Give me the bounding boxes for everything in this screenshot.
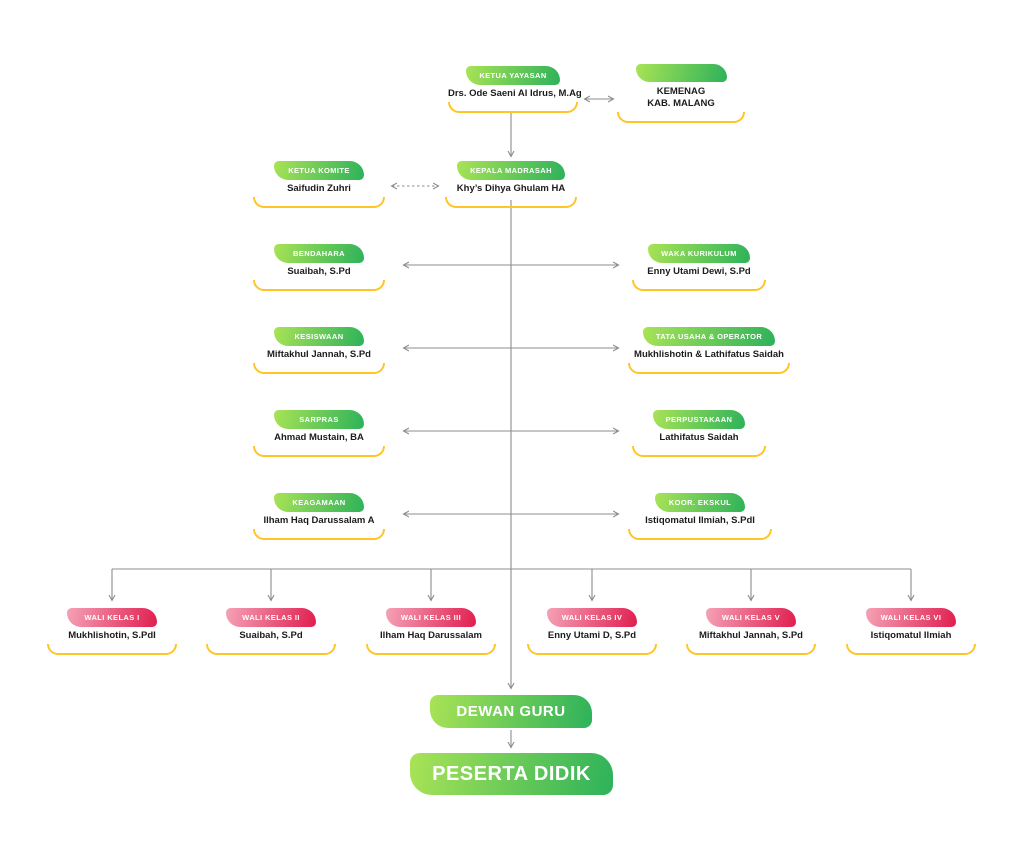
person-name: Miftakhul Jannah, S.Pd — [699, 630, 803, 641]
person-name: Miftakhul Jannah, S.Pd — [267, 349, 371, 360]
person-name: Istiqomatul Ilmiah, S.PdI — [645, 515, 755, 526]
role-label: KEAGAMAAN — [292, 498, 346, 507]
card-underline — [253, 446, 385, 457]
person-name: Drs. Ode Saeni Al Idrus, M.Ag — [448, 88, 582, 99]
role-label: TATA USAHA & OPERATOR — [655, 332, 763, 341]
org-name-line1: KEMENAG — [656, 86, 706, 97]
role-label: WALI KELAS II — [242, 613, 300, 622]
role-badge: TATA USAHA & OPERATOR — [642, 327, 776, 346]
node-waka-kurikulum: WAKA KURIKULUM Enny Utami Dewi, S.Pd — [632, 244, 766, 291]
role-badge: KETUA YAYASAN — [466, 66, 560, 85]
card-underline — [366, 644, 496, 655]
role-badge: KEAGAMAAN — [274, 493, 364, 512]
node-bendahara: BENDAHARA Suaibah, S.Pd — [253, 244, 385, 291]
node-kemenag: KEMENAG KAB. MALANG — [617, 64, 745, 123]
role-label: PERPUSTAKAAN — [665, 415, 733, 424]
role-label: SARPRAS — [299, 415, 339, 424]
decor-badge — [635, 64, 727, 82]
person-name: Enny Utami D, S.Pd — [547, 630, 637, 641]
card-underline — [686, 644, 816, 655]
person-name: Khy’s Dihya Ghulam HA — [456, 183, 566, 194]
person-name: Mukhlishotin & Lathifatus Saidah — [634, 349, 784, 360]
role-badge: SARPRAS — [274, 410, 364, 429]
org-name-line2: KAB. MALANG — [647, 98, 715, 109]
node-sarpras: SARPRAS Ahmad Mustain, BA — [253, 410, 385, 457]
person-name: Mukhlishotin, S.PdI — [68, 630, 156, 641]
role-badge: BENDAHARA — [274, 244, 364, 263]
role-label: WALI KELAS VI — [880, 613, 942, 622]
role-label: KESISWAAN — [294, 332, 344, 341]
role-badge: WALI KELAS VI — [866, 608, 956, 627]
role-badge: WAKA KURIKULUM — [648, 244, 750, 263]
node-dewan-guru: DEWAN GURU — [430, 695, 592, 728]
role-badge: KESISWAAN — [274, 327, 364, 346]
node-wali-kelas-1: WALI KELAS I Mukhlishotin, S.PdI — [47, 608, 177, 655]
node-wali-kelas-3: WALI KELAS III Ilham Haq Darussalam — [366, 608, 496, 655]
node-wali-kelas-5: WALI KELAS V Miftakhul Jannah, S.Pd — [686, 608, 816, 655]
person-name: Ilham Haq Darussalam A — [263, 515, 375, 526]
card-underline — [617, 112, 745, 123]
node-ketua-yayasan: KETUA YAYASAN Drs. Ode Saeni Al Idrus, M… — [448, 66, 582, 113]
person-name: Suaibah, S.Pd — [287, 266, 351, 277]
role-label: WALI KELAS III — [400, 613, 462, 622]
role-badge: KOOR. EKSKUL — [655, 493, 745, 512]
role-label: KETUA KOMITE — [288, 166, 350, 175]
card-underline — [632, 280, 766, 291]
role-badge: KETUA KOMITE — [274, 161, 364, 180]
person-name: Enny Utami Dewi, S.Pd — [647, 266, 751, 277]
card-underline — [206, 644, 336, 655]
card-underline — [253, 197, 385, 208]
node-keagamaan: KEAGAMAAN Ilham Haq Darussalam A — [253, 493, 385, 540]
role-badge: WALI KELAS II — [226, 608, 316, 627]
role-label: WALI KELAS V — [721, 613, 781, 622]
person-name: Ilham Haq Darussalam — [380, 630, 482, 641]
card-underline — [445, 197, 577, 208]
node-koor-ekskul: KOOR. EKSKUL Istiqomatul Ilmiah, S.PdI — [628, 493, 772, 540]
dewan-guru-label: DEWAN GURU — [456, 703, 566, 720]
node-perpustakaan: PERPUSTAKAAN Lathifatus Saidah — [632, 410, 766, 457]
role-label: WAKA KURIKULUM — [661, 249, 737, 258]
person-name: Ahmad Mustain, BA — [274, 432, 364, 443]
person-name: Saifudin Zuhri — [287, 183, 351, 194]
role-label: KETUA YAYASAN — [479, 71, 547, 80]
role-badge: WALI KELAS III — [386, 608, 476, 627]
node-peserta-didik: PESERTA DIDIK — [410, 753, 613, 795]
role-badge: WALI KELAS V — [706, 608, 796, 627]
node-wali-kelas-4: WALI KELAS IV Enny Utami D, S.Pd — [527, 608, 657, 655]
card-underline — [628, 363, 790, 374]
card-underline — [253, 529, 385, 540]
node-ketua-komite: KETUA KOMITE Saifudin Zuhri — [253, 161, 385, 208]
role-label: WALI KELAS I — [84, 613, 140, 622]
card-underline — [527, 644, 657, 655]
node-kesiswaan: KESISWAAN Miftakhul Jannah, S.Pd — [253, 327, 385, 374]
card-underline — [253, 280, 385, 291]
peserta-didik-label: PESERTA DIDIK — [432, 762, 591, 785]
node-wali-kelas-6: WALI KELAS VI Istiqomatul Ilmiah — [846, 608, 976, 655]
node-kepala-madrasah: KEPALA MADRASAH Khy’s Dihya Ghulam HA — [445, 161, 577, 208]
role-badge: WALI KELAS IV — [547, 608, 637, 627]
person-name: Lathifatus Saidah — [659, 432, 739, 443]
card-underline — [846, 644, 976, 655]
role-badge: WALI KELAS I — [67, 608, 157, 627]
role-label: WALI KELAS IV — [561, 613, 623, 622]
card-underline — [47, 644, 177, 655]
card-underline — [632, 446, 766, 457]
node-tata-usaha: TATA USAHA & OPERATOR Mukhlishotin & Lat… — [628, 327, 790, 374]
card-underline — [448, 102, 578, 113]
person-name: Suaibah, S.Pd — [239, 630, 303, 641]
role-label: KOOR. EKSKUL — [668, 498, 732, 507]
role-label: BENDAHARA — [293, 249, 345, 258]
card-underline — [628, 529, 772, 540]
role-label: KEPALA MADRASAH — [470, 166, 552, 175]
card-underline — [253, 363, 385, 374]
role-badge: PERPUSTAKAAN — [652, 410, 746, 429]
role-badge: KEPALA MADRASAH — [457, 161, 565, 180]
person-name: Istiqomatul Ilmiah — [870, 630, 952, 641]
node-wali-kelas-2: WALI KELAS II Suaibah, S.Pd — [206, 608, 336, 655]
